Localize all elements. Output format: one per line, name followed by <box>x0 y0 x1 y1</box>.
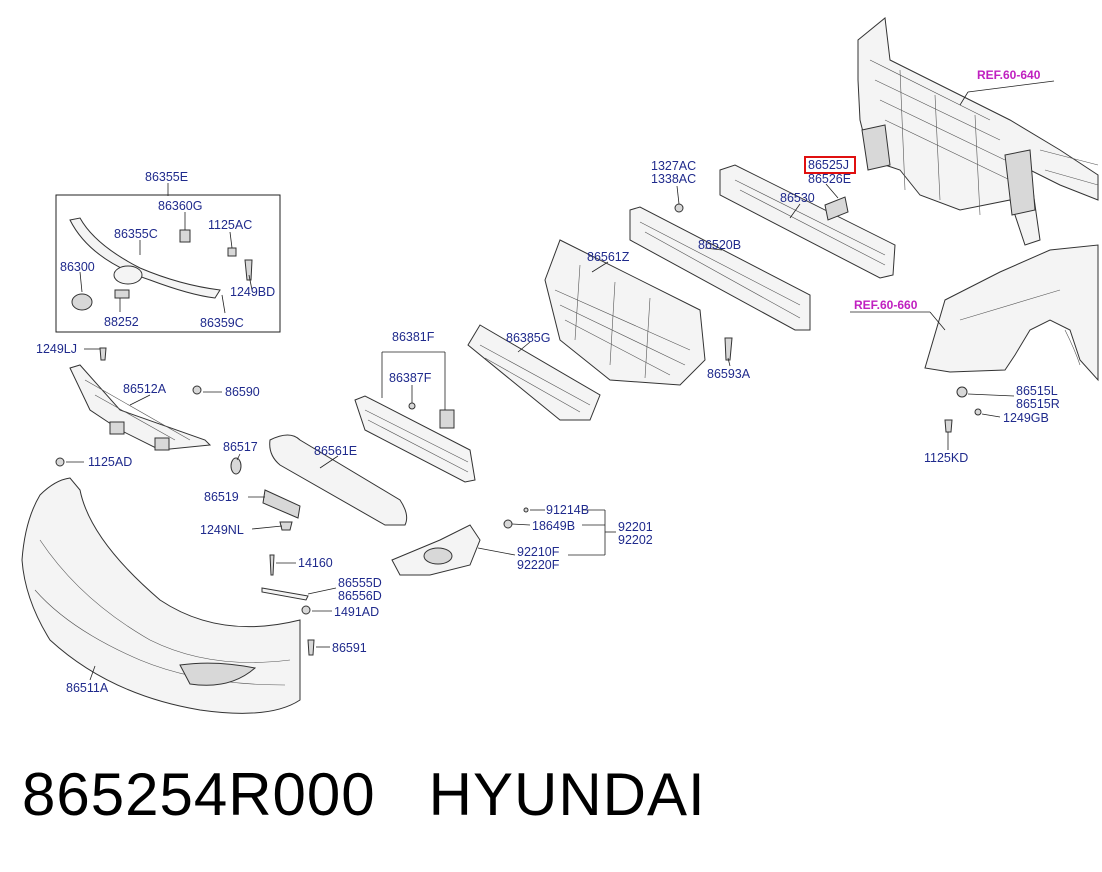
label-1249GB: 1249GB <box>1003 411 1049 425</box>
label-1249BD: 1249BD <box>230 285 275 299</box>
label-92220F: 92220F <box>517 558 560 572</box>
label-86593A: 86593A <box>707 367 751 381</box>
label-86561E: 86561E <box>314 444 357 458</box>
label-86359C: 86359C <box>200 316 244 330</box>
part-labels: 86355E 86360G 86355C 1125AC 86300 1249BD… <box>36 68 1060 695</box>
label-92201: 92201 <box>618 520 653 534</box>
label-86530: 86530 <box>780 191 815 205</box>
label-86517: 86517 <box>223 440 258 454</box>
fog-lamp-drawing <box>391 507 529 576</box>
label-86515R: 86515R <box>1016 397 1060 411</box>
label-86561Z: 86561Z <box>587 250 630 264</box>
radiator-support-drawing <box>857 17 1099 246</box>
label-ref-60-640: REF.60-640 <box>977 68 1041 82</box>
label-92210F: 92210F <box>517 545 560 559</box>
label-88252: 88252 <box>104 315 139 329</box>
label-14160: 14160 <box>298 556 333 570</box>
label-86519: 86519 <box>204 490 239 504</box>
label-86355E: 86355E <box>145 170 188 184</box>
label-86511A: 86511A <box>66 681 109 695</box>
leader-lines <box>66 80 1055 681</box>
label-1125KD: 1125KD <box>924 451 968 465</box>
label-1491AD: 1491AD <box>334 605 379 619</box>
label-1125AC: 1125AC <box>208 218 252 232</box>
label-1327AC: 1327AC <box>651 159 696 173</box>
label-1249NL: 1249NL <box>200 523 244 537</box>
label-1249LJ: 1249LJ <box>36 342 77 356</box>
label-ref-60-660: REF.60-660 <box>854 298 918 312</box>
label-86355C: 86355C <box>114 227 158 241</box>
mesh-grille-drawing <box>544 239 733 386</box>
label-92202: 92202 <box>618 533 653 547</box>
label-86387F: 86387F <box>389 371 432 385</box>
label-86385G: 86385G <box>506 331 550 345</box>
side-grille-drawing <box>69 347 212 451</box>
grille-bracket-drawing <box>467 324 601 421</box>
label-86512A: 86512A <box>123 382 167 396</box>
label-91214B: 91214B <box>546 503 589 517</box>
label-86556D: 86556D <box>338 589 382 603</box>
grille-frame-drawing <box>354 395 476 483</box>
footer-caption: 865254R000 HYUNDAI <box>22 760 706 829</box>
part-number: 865254R000 <box>22 761 376 828</box>
small-hardware-drawing <box>261 386 982 656</box>
label-86590: 86590 <box>225 385 260 399</box>
parts-diagram: 86355E 86360G 86355C 1125AC 86300 1249BD… <box>21 17 1099 714</box>
label-86300: 86300 <box>60 260 95 274</box>
label-86555D: 86555D <box>338 576 382 590</box>
label-86591: 86591 <box>332 641 367 655</box>
label-1338AC: 1338AC <box>651 172 696 186</box>
label-86520B: 86520B <box>698 238 741 252</box>
highlight-box <box>804 156 856 174</box>
fender-drawing <box>924 244 1099 382</box>
label-18649B: 18649B <box>532 519 575 533</box>
bumper-beam-drawing <box>674 164 896 279</box>
brand-name: HYUNDAI <box>428 761 706 828</box>
grille-bar-drawing <box>230 434 408 531</box>
label-86515L: 86515L <box>1016 384 1058 398</box>
bumper-cover-drawing <box>21 457 301 714</box>
label-86526E: 86526E <box>808 172 851 186</box>
energy-absorber-drawing <box>629 206 811 331</box>
label-86381F: 86381F <box>392 330 435 344</box>
label-1125AD: 1125AD <box>88 455 132 469</box>
label-86360G: 86360G <box>158 199 202 213</box>
upper-grille-drawing <box>69 217 253 311</box>
label-86525J: 86525J <box>808 158 849 172</box>
